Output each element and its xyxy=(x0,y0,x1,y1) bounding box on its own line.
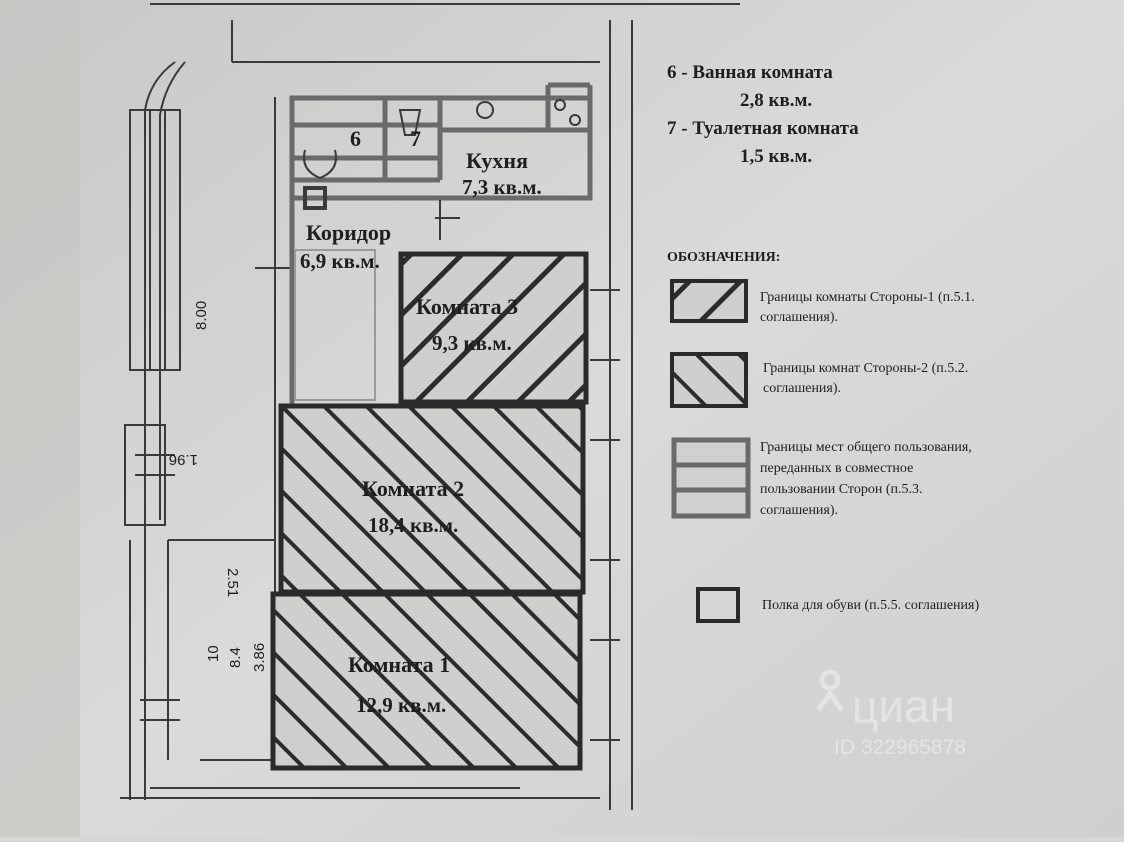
room-1-label: Комната 1 xyxy=(348,652,450,677)
room-2-area: 18,4 кв.м. xyxy=(368,513,458,537)
bath-note: 6 - Ванная комната xyxy=(667,62,833,83)
legend-item-3-line-3: пользовании Сторон (п.5.3. xyxy=(760,482,922,497)
legend-swatch-side-1 xyxy=(670,279,748,323)
legend-item-4-line-1: Полка для обуви (п.5.5. соглашения) xyxy=(762,598,979,613)
legend-item-2-line-2: соглашения). xyxy=(763,381,841,396)
legend-item-3-line-1: Границы мест общего пользования, xyxy=(760,440,972,455)
toilet-number: 7 xyxy=(410,126,421,151)
common-area-boundaries xyxy=(289,82,593,405)
toilet-note: 7 - Туалетная комната xyxy=(667,118,859,139)
dimension-10: 10 xyxy=(205,645,222,662)
room-1-area: 12,9 кв.м. xyxy=(356,693,446,717)
room-3-label: Комната 3 xyxy=(416,294,518,319)
dimension-1-96: 1.96 xyxy=(169,451,198,468)
legend-item-3-line-4: соглашения). xyxy=(760,503,838,518)
bathroom-notes: 6 - Ванная комната 2,8 кв.м. 7 - Туалетн… xyxy=(667,62,859,167)
watermark-brand: циан xyxy=(852,680,955,732)
legend-title: ОБОЗНАЧЕНИЯ: xyxy=(667,250,780,265)
corridor-label: Коридор xyxy=(306,220,391,245)
legend-item-2-line-1: Границы комнат Стороны-2 (п.5.2. xyxy=(763,361,968,376)
legend-item-1-line-1: Границы комнаты Стороны-1 (п.5.1. xyxy=(760,290,975,305)
toilet-note-area: 1,5 кв.м. xyxy=(740,146,812,167)
shoe-shelf-marker xyxy=(303,186,327,210)
room-3-area: 9,3 кв.м. xyxy=(432,331,512,355)
legend: ОБОЗНАЧЕНИЯ: Границы комнаты Стороны-1 (… xyxy=(667,250,979,623)
legend-swatch-shoe-shelf xyxy=(696,587,740,623)
legend-item-1-line-2: соглашения). xyxy=(760,310,838,325)
kitchen-label: Кухня xyxy=(466,148,528,173)
location-pin-icon xyxy=(816,669,844,712)
plumbing-fixtures xyxy=(294,99,581,401)
legend-item-3-line-2: переданных в совместное xyxy=(760,461,913,476)
legend-swatch-side-2 xyxy=(670,352,748,408)
dimension-8-4: 8.4 xyxy=(227,647,244,668)
dimension-8-00: 8.00 xyxy=(193,301,210,330)
watermark-id: ID 322965878 xyxy=(834,736,966,759)
kitchen-area: 7,3 кв.м. xyxy=(462,175,542,199)
dimension-3-86: 3.86 xyxy=(251,643,268,672)
building-walls xyxy=(120,3,740,810)
room-2-label: Комната 2 xyxy=(362,476,464,501)
bath-number: 6 xyxy=(350,126,361,151)
room-3-boundary xyxy=(398,251,589,405)
legend-swatch-common xyxy=(671,437,751,519)
dimension-2-51: 2.51 xyxy=(224,568,241,597)
room-1-boundary xyxy=(270,591,583,771)
room-2-boundary xyxy=(278,403,586,595)
cian-watermark: циан ID 322965878 xyxy=(816,669,966,759)
bath-note-area: 2,8 кв.м. xyxy=(740,90,812,111)
corridor-area: 6,9 кв.м. xyxy=(300,249,380,273)
